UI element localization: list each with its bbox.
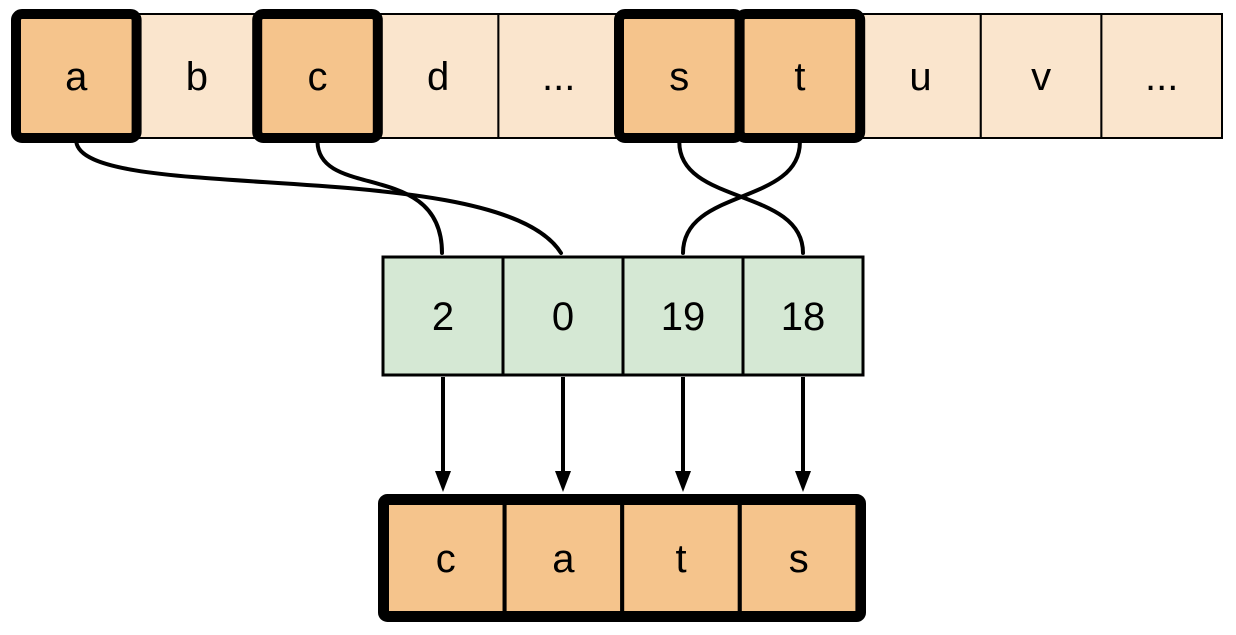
index-row: 2 0 19 18 xyxy=(381,255,865,377)
index-cell-18 xyxy=(741,255,865,377)
straight-arrows xyxy=(441,377,805,472)
output-label-c: c xyxy=(436,537,456,581)
arrowhead-19-to-t xyxy=(675,471,691,492)
arrowheads xyxy=(435,471,811,492)
index-cell-0 xyxy=(501,255,625,377)
output-label-a: a xyxy=(552,537,575,581)
alphabet-label-s: s xyxy=(669,55,689,99)
arrowhead-0-to-a xyxy=(555,471,571,492)
index-label-19: 19 xyxy=(661,295,706,339)
alphabet-label-u: u xyxy=(909,55,931,99)
alphabet-cell-d xyxy=(376,13,500,139)
output-cell-t xyxy=(620,501,742,615)
arrowhead-2-to-c xyxy=(435,471,451,492)
index-label-18: 18 xyxy=(781,295,826,339)
connector-a-to-index-0 xyxy=(74,140,563,255)
alphabet-cell-ellipsis-2 xyxy=(1100,13,1224,139)
connector-t-to-index-19 xyxy=(681,140,802,255)
alphabet-label-ellipsis-2: ... xyxy=(1145,55,1178,99)
alphabet-cell-ellipsis-1 xyxy=(497,13,620,139)
index-cell-2 xyxy=(381,255,505,377)
alphabet-label-v: v xyxy=(1031,55,1051,99)
index-label-0: 0 xyxy=(552,295,574,339)
output-label-s: s xyxy=(789,537,809,581)
alphabet-cell-t-highlighted xyxy=(734,9,866,143)
alphabet-label-ellipsis-1: ... xyxy=(542,55,575,99)
connector-c-to-index-2 xyxy=(315,140,444,255)
alphabet-cell-c-highlighted xyxy=(252,9,383,143)
alphabet-label-a: a xyxy=(65,55,88,99)
alphabet-label-c: c xyxy=(308,55,328,99)
curved-connectors xyxy=(74,140,805,255)
alphabet-cell-v xyxy=(979,13,1103,139)
alphabet-label-b: b xyxy=(186,55,208,99)
alphabet-cell-a-highlighted xyxy=(11,9,142,143)
index-label-2: 2 xyxy=(432,295,454,339)
alphabet-row: a b c d ... s t u v ... xyxy=(11,9,1224,143)
output-label-t: t xyxy=(676,537,687,581)
alphabet-cell-b xyxy=(135,13,259,139)
alphabet-label-t: t xyxy=(794,55,805,99)
output-cell-a xyxy=(502,501,625,615)
arrowhead-18-to-s xyxy=(795,471,811,492)
alphabet-label-d: d xyxy=(427,55,449,99)
output-container-frame xyxy=(378,494,866,622)
output-row: c a t s xyxy=(378,494,866,622)
